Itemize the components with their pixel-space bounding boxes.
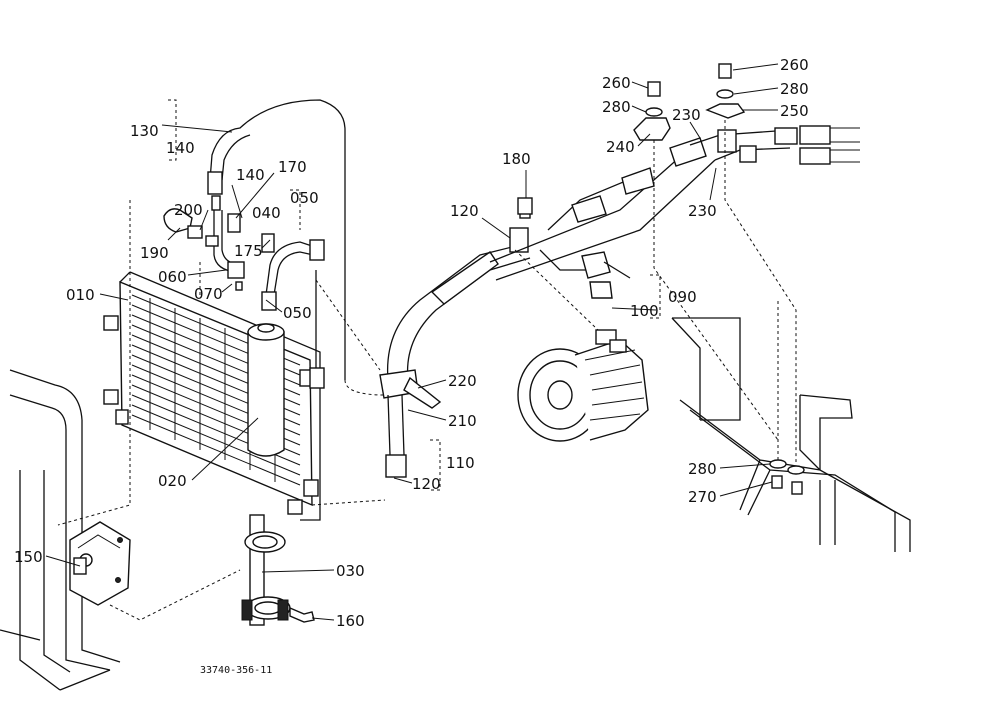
bracket-030 xyxy=(241,514,315,626)
label-160: 160 xyxy=(336,612,365,630)
bracket-150 xyxy=(69,521,131,606)
label-230-top: 230 xyxy=(672,106,701,124)
label-280-left: 280 xyxy=(602,98,631,116)
label-190: 190 xyxy=(140,244,169,262)
label-050-top: 050 xyxy=(290,189,319,207)
label-170: 170 xyxy=(278,158,307,176)
label-020: 020 xyxy=(158,472,187,490)
label-120-bottom: 120 xyxy=(412,475,441,493)
label-070: 070 xyxy=(194,285,223,303)
drawing-code: 33740-356-11 xyxy=(200,665,272,676)
label-010: 010 xyxy=(66,286,95,304)
label-090: 090 xyxy=(668,288,697,306)
label-050: 050 xyxy=(283,304,312,322)
label-260-right: 260 xyxy=(780,56,809,74)
label-200: 200 xyxy=(174,201,203,219)
receiver-drier-020 xyxy=(247,323,285,457)
right-fittings xyxy=(517,63,860,215)
leader-lines xyxy=(45,63,797,621)
label-230-bottom: 230 xyxy=(688,202,717,220)
label-100: 100 xyxy=(630,302,659,320)
label-130: 130 xyxy=(130,122,159,140)
label-175: 175 xyxy=(234,242,263,260)
label-040: 040 xyxy=(252,204,281,222)
label-260-left: 260 xyxy=(602,74,631,92)
label-030: 030 xyxy=(336,562,365,580)
label-110: 110 xyxy=(446,454,475,472)
label-250: 250 xyxy=(780,102,809,120)
label-280-right: 280 xyxy=(780,80,809,98)
label-120-top: 120 xyxy=(450,202,479,220)
label-240: 240 xyxy=(606,138,635,156)
label-220: 220 xyxy=(448,372,477,390)
part-labels: 130 140 140 170 050 040 200 190 175 060 … xyxy=(14,56,809,676)
label-210: 210 xyxy=(448,412,477,430)
label-140-top: 140 xyxy=(166,139,195,157)
right-frame xyxy=(671,317,911,552)
compressor xyxy=(517,329,649,442)
label-270: 270 xyxy=(688,488,717,506)
label-150: 150 xyxy=(14,548,43,566)
hoses-left xyxy=(163,99,346,389)
label-280-bottom: 280 xyxy=(688,460,717,478)
label-140: 140 xyxy=(236,166,265,184)
label-180: 180 xyxy=(502,150,531,168)
label-060: 060 xyxy=(158,268,187,286)
